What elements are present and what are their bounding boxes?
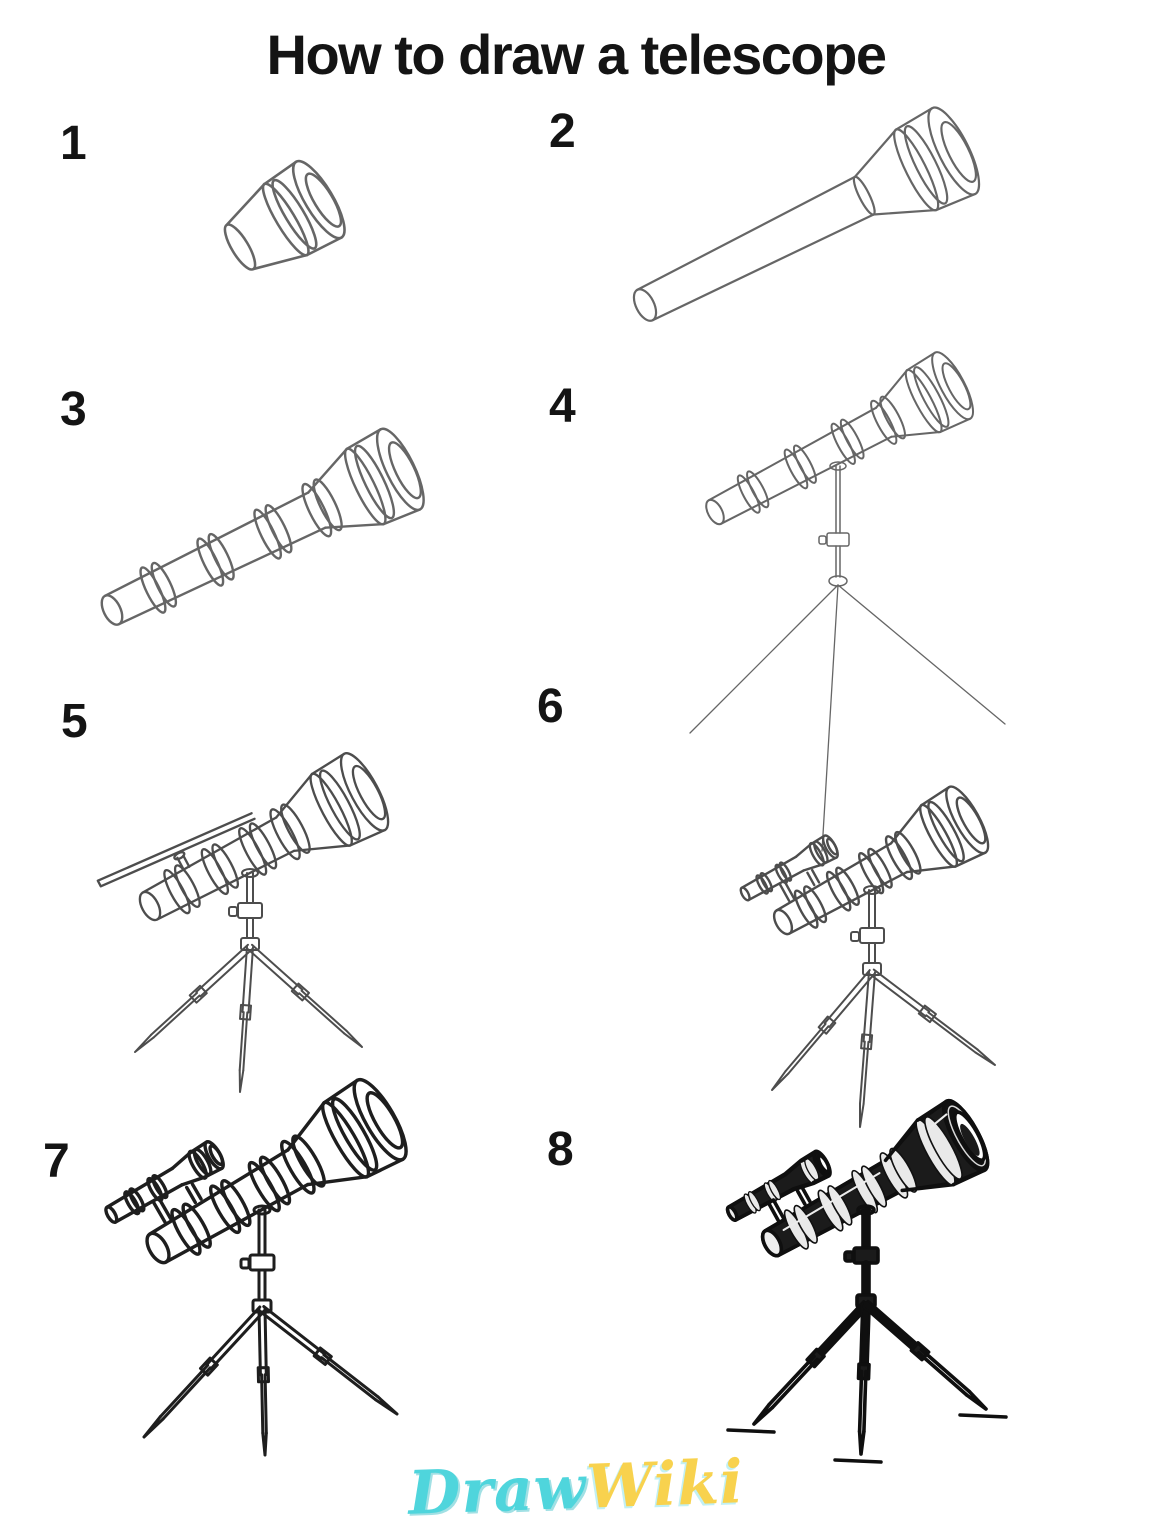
step-6-drawing [739, 785, 996, 1128]
step-5-number: 5 [61, 695, 88, 748]
step-4-number: 4 [549, 380, 576, 433]
step-1-number: 1 [60, 117, 87, 170]
step-3-drawing [100, 427, 425, 626]
step-8-drawing [725, 1098, 1008, 1464]
step-7-number: 7 [43, 1135, 70, 1188]
step-2-drawing [632, 106, 981, 322]
step-2-number: 2 [549, 105, 576, 158]
step-4-drawing [689, 351, 1006, 852]
watermark-wiki-text: Wiki [585, 1447, 745, 1523]
step-3-number: 3 [60, 383, 87, 436]
step-5-drawing [96, 752, 390, 1093]
step-6-number: 6 [537, 680, 564, 733]
watermark-draw-text: Draw [407, 1452, 588, 1529]
page-title: How to draw a telescope [266, 23, 888, 86]
step-7-drawing [104, 1077, 408, 1457]
step-8-number: 8 [547, 1123, 574, 1176]
step-1-drawing [223, 159, 346, 271]
